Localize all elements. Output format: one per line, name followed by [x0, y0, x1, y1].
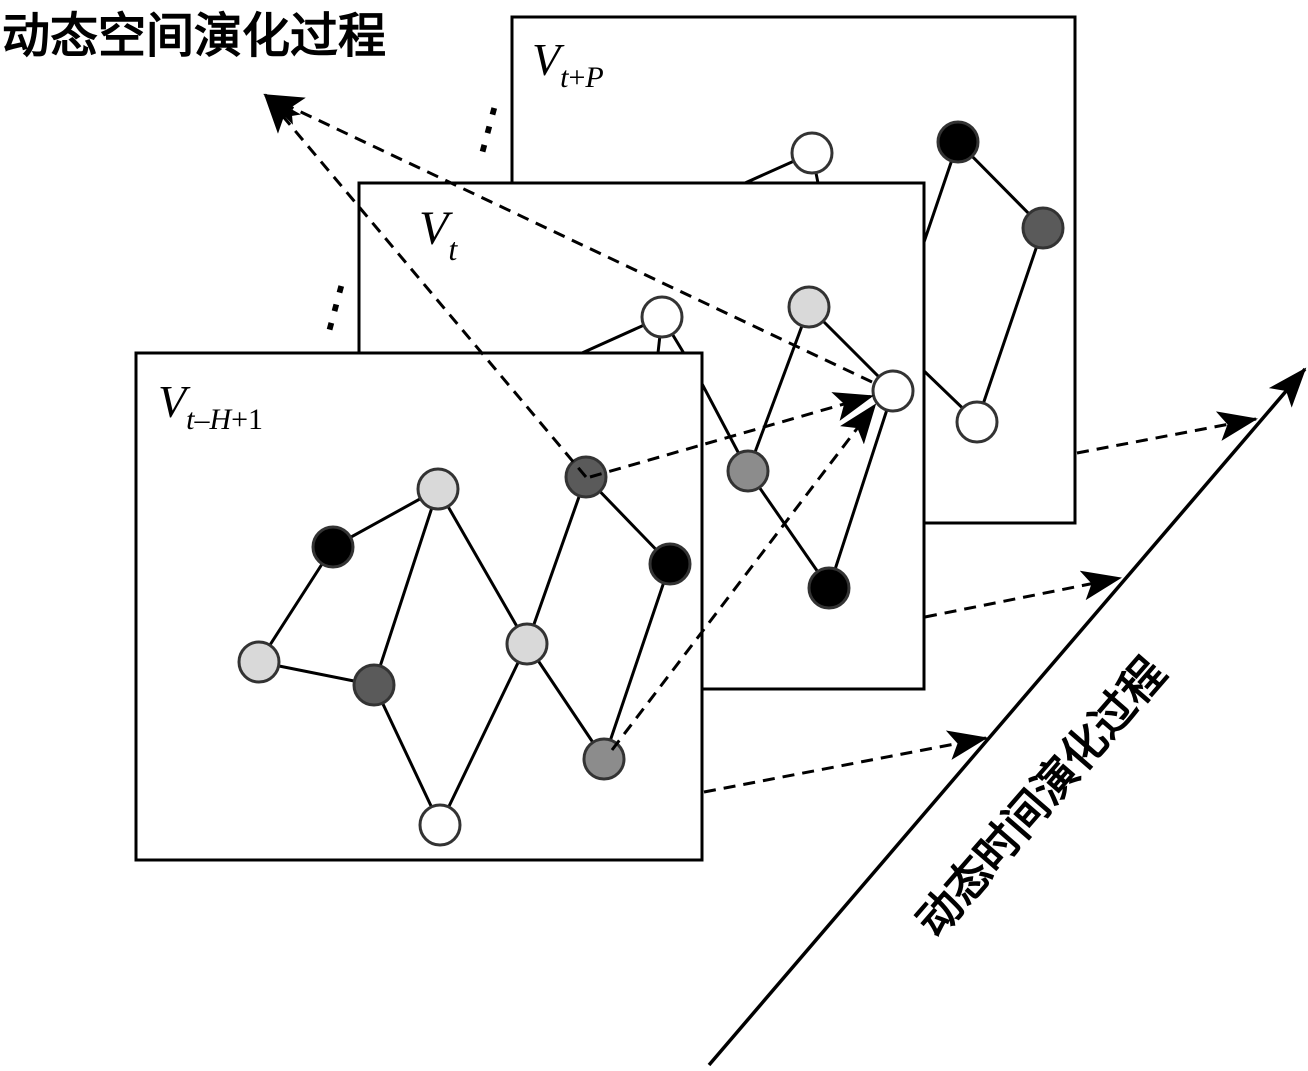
temporal-axis-arrow: [707, 367, 1307, 1067]
edge: [372, 488, 440, 686]
edge: [746, 306, 811, 472]
frame-t-label: Vt: [419, 202, 458, 267]
edge: [827, 390, 895, 589]
spatial-dependency-arrows: [263, 93, 873, 478]
dashed-arrow: [589, 392, 874, 479]
edge: [525, 643, 606, 760]
edge: [257, 546, 335, 663]
spatial-process-label: 动态空间演化过程: [2, 8, 386, 64]
dashed-arrow: [263, 93, 873, 384]
dashed-arrow: [263, 93, 588, 478]
graph-node: [237, 640, 281, 684]
graph-node: [807, 566, 851, 610]
graph-node: [418, 803, 462, 847]
graph-node: [787, 285, 831, 329]
frame-t-plus-p-label: Vt+P: [532, 34, 604, 94]
edge: [372, 684, 442, 826]
graph-node: [416, 467, 460, 511]
graph-node: [505, 622, 549, 666]
edge: [746, 470, 831, 589]
graph-node: [790, 131, 834, 175]
frame-t-minus-h-plus-1-label: Vt–H+1: [158, 376, 263, 436]
edge: [436, 488, 529, 645]
frame-front-nodes: [237, 455, 692, 847]
edge: [602, 563, 672, 760]
graph-node: [311, 525, 355, 569]
graph-node: [726, 449, 770, 493]
temporal-dependency-arrows: [589, 392, 877, 751]
graph-node: [955, 400, 999, 444]
dashed-arrow: [703, 730, 988, 794]
graph-node: [871, 369, 915, 413]
frame-t-plus-p-nodes: [790, 120, 1065, 444]
frame-t-minus-h-plus-1: Vt–H+1: [134, 351, 704, 862]
dashed-arrow: [610, 403, 877, 751]
dashed-arrow: [1076, 411, 1258, 455]
frame-t-nodes: [640, 285, 915, 610]
dashed-arrow: [924, 570, 1122, 619]
edge: [525, 476, 588, 645]
temporal-process-label: 动态时间演化过程: [907, 648, 1176, 947]
graph-node: [936, 120, 980, 164]
edge: [975, 227, 1045, 423]
graph-node: [648, 542, 692, 586]
edge: [438, 643, 529, 826]
frame-to-axis-arrows: [703, 411, 1258, 794]
graph-node: [582, 737, 626, 781]
graph-node: [352, 663, 396, 707]
graph-node: [1021, 206, 1065, 250]
graph-node: [640, 295, 684, 339]
